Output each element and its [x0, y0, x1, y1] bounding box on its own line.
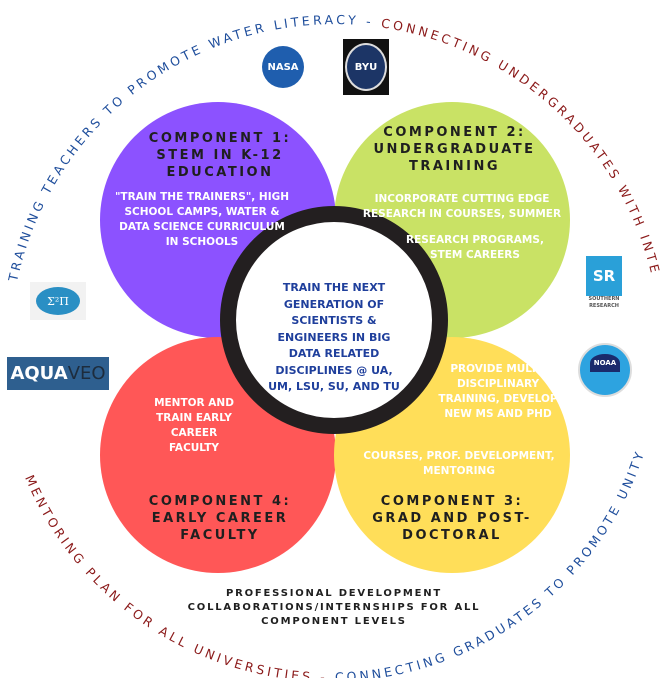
sr-subtext: SOUTHERN RESEARCH	[588, 296, 620, 309]
component-4-body: MENTOR AND TRAIN EARLY CAREER FACULTY	[154, 397, 234, 454]
center-circle	[220, 206, 448, 434]
component-2-title: COMPONENT 2: UNDERGRADUATE TRAINING	[373, 125, 536, 174]
noaa-mark: NOAA	[590, 354, 620, 372]
component-2-body-b: RESEARCH PROGRAMS, STEM CAREERS	[406, 234, 544, 261]
sigma-pi-logo: Σ²Π	[30, 282, 86, 320]
aquaveo-aqua: AQUA	[10, 363, 68, 384]
footer-text: PROFESSIONAL DEVELOPMENT COLLABORATIONS/…	[187, 588, 481, 627]
component-3-title: COMPONENT 3: GRAD AND POST-DOCTORAL	[372, 494, 532, 543]
sr-mark: SR	[586, 256, 622, 296]
component-1-body: "TRAIN THE TRAINERS", HIGH SCHOOL CAMPS,…	[114, 191, 290, 248]
sigma-pi-mark: Σ²Π	[36, 287, 80, 315]
southern-research-logo: SR SOUTHERN RESEARCH	[585, 256, 623, 318]
byu-seal: BYU	[345, 43, 387, 91]
component-3-body-a: PROVIDE MULTI-DISCIPLINARY TRAINING, DEV…	[438, 363, 558, 420]
center-text: TRAIN THE NEXT GENERATION OF SCIENTISTS …	[268, 281, 400, 393]
component-4-title: COMPONENT 4: EARLY CAREER FACULTY	[148, 494, 292, 543]
aquaveo-veo: VEO	[67, 363, 106, 384]
component-1-title: COMPONENT 1: STEM IN K-12 EDUCATION	[148, 131, 292, 180]
byu-logo: BYU	[343, 39, 389, 95]
component-2-body-a: INCORPORATE CUTTING EDGE RESEARCH IN COU…	[362, 193, 562, 220]
nasa-logo: NASA	[262, 46, 304, 88]
component-3-body-b: COURSES, PROF. DEVELOPMENT, MENTORING	[363, 450, 555, 477]
noaa-logo: NOAA	[578, 343, 632, 397]
